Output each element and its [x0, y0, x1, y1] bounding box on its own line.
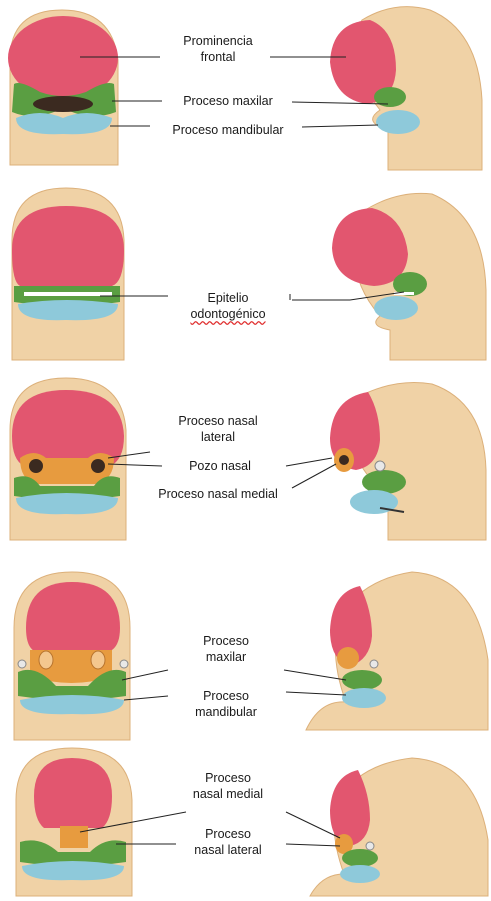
panel-1 — [8, 7, 482, 170]
front-view-4 — [14, 572, 130, 740]
mandibular-process — [18, 300, 118, 320]
maxillary-process — [342, 849, 378, 867]
side-view-2 — [332, 193, 486, 360]
label-maxillary-process: Proceso maxilar — [160, 93, 296, 109]
mandibular-process — [376, 110, 420, 134]
side-view-4 — [306, 572, 488, 730]
frontal-prominence — [34, 758, 112, 828]
head-skin — [306, 572, 488, 730]
eye-icon — [370, 660, 378, 668]
eye-icon — [366, 842, 374, 850]
side-view-3 — [330, 383, 486, 541]
nasal-pit-left — [39, 651, 53, 669]
mandibular-process — [340, 865, 380, 883]
nasal-medial-process — [60, 826, 88, 848]
front-view-2 — [12, 188, 124, 360]
label-mandibular-process: Proceso mandibular — [150, 122, 306, 138]
label-nasal-pit: Pozo nasal — [162, 458, 278, 474]
frontal-prominence — [26, 582, 120, 652]
eye-left-icon — [18, 660, 26, 668]
mandibular-process — [20, 695, 124, 714]
panel-2 — [12, 188, 486, 360]
mandibular-process — [342, 688, 386, 708]
label-frontal-prominence: Prominencia frontal — [160, 33, 276, 65]
nasal-process — [337, 647, 359, 669]
nasal-pit — [339, 455, 349, 465]
front-view-5 — [16, 748, 132, 896]
eye-icon — [375, 461, 385, 471]
nasal-pit-right — [91, 459, 105, 473]
label-lateral-nasal-process: Proceso nasal lateral — [160, 413, 276, 445]
nasal-pit-left — [29, 459, 43, 473]
mandibular-process — [374, 296, 418, 320]
side-view-1 — [330, 7, 482, 170]
front-view-3 — [10, 378, 126, 540]
label-odontogenic-epithelium: Epitelio odontogénico — [170, 290, 286, 322]
mandibular-process — [16, 493, 118, 514]
nasal-pit-right — [91, 651, 105, 669]
front-view-1 — [8, 10, 118, 165]
stomodeum — [33, 96, 93, 112]
frontal-prominence — [12, 206, 124, 286]
odontogenic-epithelium — [24, 292, 112, 296]
maxillary-process — [342, 670, 382, 690]
side-view-5 — [310, 758, 488, 896]
label-medial-nasal-process-5: Proceso nasal medial — [172, 770, 284, 802]
label-mandibular-process-4: Proceso mandibular — [170, 688, 282, 720]
eye-right-icon — [120, 660, 128, 668]
label-lateral-nasal-process-5: Proceso nasal lateral — [172, 826, 284, 858]
label-medial-nasal-process: Proceso nasal medial — [142, 486, 294, 502]
mandibular-process — [22, 861, 124, 880]
label-maxillary-process-4: Proceso maxilar — [170, 633, 282, 665]
